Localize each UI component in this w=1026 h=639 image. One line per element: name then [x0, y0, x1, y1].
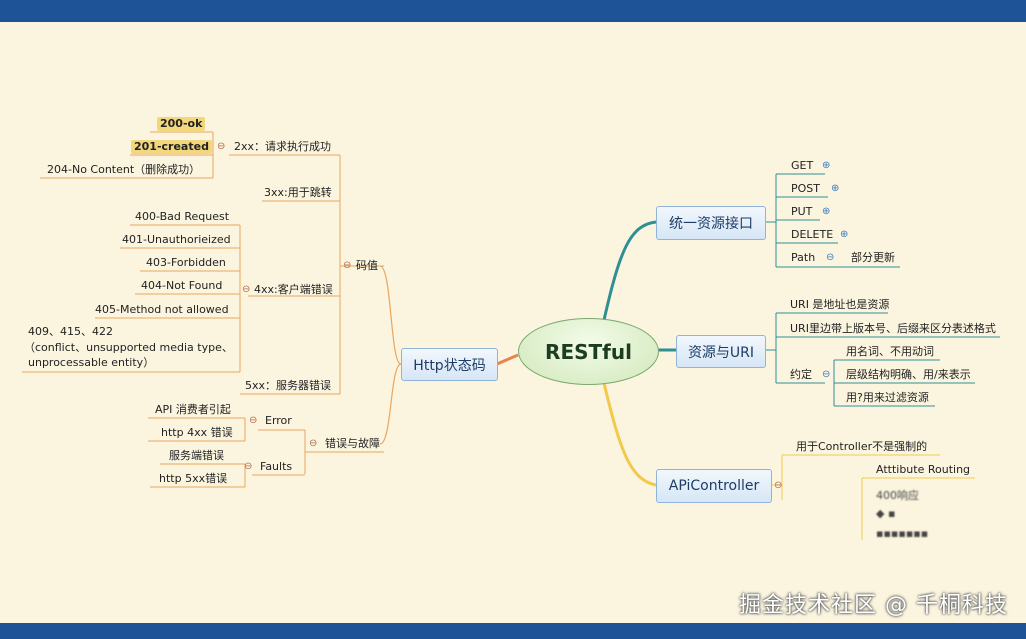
node-get[interactable]: GET	[791, 159, 814, 172]
node-api-consumer[interactable]: API 消费者引起	[155, 403, 231, 416]
node-2xx[interactable]: 2xx：请求执行成功	[234, 140, 332, 153]
node-http-5xx[interactable]: http 5xx错误	[159, 472, 228, 485]
node-401[interactable]: 401-Unauthorieized	[122, 233, 231, 246]
node-400[interactable]: 400-Bad Request	[135, 210, 230, 223]
bottom-bar	[0, 623, 1026, 639]
node-put[interactable]: PUT	[791, 205, 813, 218]
expand-icon[interactable]: ⊕	[840, 229, 849, 240]
node-path[interactable]: Path	[791, 251, 816, 264]
node-200[interactable]: 200-ok	[157, 117, 206, 131]
top-bar	[0, 0, 1026, 22]
collapse-icon[interactable]: ⊖	[774, 480, 783, 491]
node-convention[interactable]: 约定	[790, 368, 812, 381]
node-codes[interactable]: 码值	[356, 259, 378, 272]
watermark: 掘金技术社区 @ 千桐科技	[739, 593, 1008, 618]
collapse-icon[interactable]: ⊖	[244, 461, 253, 472]
node-error[interactable]: Error	[265, 414, 292, 427]
node-5xx[interactable]: 5xx：服务器错误	[245, 379, 332, 392]
expand-icon[interactable]: ⊕	[831, 183, 840, 194]
node-409-codes[interactable]: 409、415、422	[28, 325, 113, 338]
node-resource-uri[interactable]: 资源与URI	[676, 335, 766, 368]
node-403[interactable]: 403-Forbidden	[146, 256, 226, 269]
collapse-icon[interactable]: ⊖	[826, 252, 835, 263]
node-faults[interactable]: Faults	[260, 460, 293, 473]
collapse-icon[interactable]: ⊖	[822, 369, 831, 380]
node-http-status[interactable]: Http状态码	[401, 348, 498, 381]
node-405[interactable]: 405-Method not allowed	[95, 303, 229, 316]
node-errors-faults[interactable]: 错误与故障	[325, 437, 380, 450]
node-post[interactable]: POST	[791, 182, 820, 195]
blurred-node: ◆ ▪	[876, 507, 896, 520]
node-201[interactable]: 201-created	[131, 140, 212, 154]
collapse-icon[interactable]: ⊖	[249, 415, 258, 426]
node-http-4xx[interactable]: http 4xx 错误	[161, 426, 233, 439]
node-204[interactable]: 204-No Content（删除成功）	[47, 163, 201, 176]
node-conv-nouns[interactable]: 用名词、不用动词	[846, 345, 934, 358]
node-409-desc1: （conflict、unsupported media type、	[24, 341, 233, 354]
blurred-node: ▪▪▪▪▪▪▪	[876, 527, 929, 540]
node-partial-update[interactable]: 部分更新	[851, 251, 895, 264]
collapse-icon[interactable]: ⊖	[343, 260, 352, 271]
node-404[interactable]: 404-Not Found	[141, 279, 223, 292]
node-400-response[interactable]: 400响应	[876, 489, 919, 502]
node-409-desc2: unprocessable entity）	[28, 356, 155, 369]
center-node-restful[interactable]: RESTful	[518, 318, 659, 385]
node-apicontroller[interactable]: APiController	[656, 469, 772, 503]
node-conv-filter[interactable]: 用?用来过滤资源	[846, 391, 929, 404]
node-attribute-routing[interactable]: Atttibute Routing	[876, 463, 971, 476]
collapse-icon[interactable]: ⊖	[242, 284, 251, 295]
node-conv-hierarchy[interactable]: 层级结构明确、用/来表示	[846, 368, 971, 381]
collapse-icon[interactable]: ⊖	[217, 141, 226, 152]
node-uniform-interface[interactable]: 统一资源接口	[656, 206, 766, 240]
node-delete[interactable]: DELETE	[791, 228, 834, 241]
expand-icon[interactable]: ⊕	[822, 160, 831, 171]
node-uri-address[interactable]: URI 是地址也是资源	[790, 298, 890, 311]
collapse-icon[interactable]: ⊖	[309, 438, 318, 449]
node-apic-optional[interactable]: 用于Controller不是强制的	[796, 440, 928, 453]
node-server-error[interactable]: 服务端错误	[169, 449, 224, 462]
node-3xx[interactable]: 3xx:用于跳转	[264, 186, 332, 199]
expand-icon[interactable]: ⊕	[822, 206, 831, 217]
node-4xx[interactable]: 4xx:客户端错误	[254, 283, 333, 296]
node-uri-version[interactable]: URI里边带上版本号、后缀来区分表述格式	[790, 322, 996, 335]
